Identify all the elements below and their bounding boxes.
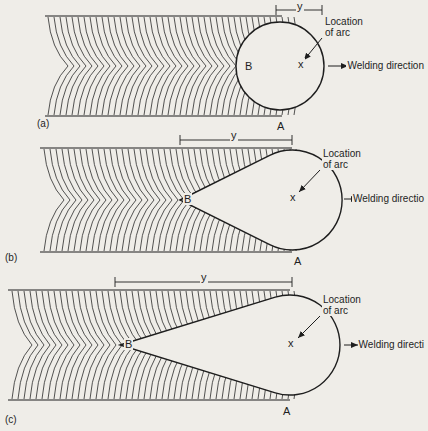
figure-label: (b): [4, 252, 18, 263]
arc-mark: x: [289, 191, 297, 203]
point-label: B: [183, 193, 192, 205]
point-label: A: [276, 120, 285, 132]
arc-note: Location of arc: [322, 148, 370, 170]
dimension-label: y: [296, 0, 304, 12]
point-label: B: [244, 60, 253, 72]
point-label: A: [293, 255, 302, 267]
dimension-lines: [115, 5, 322, 287]
arc-mark: x: [287, 337, 295, 349]
weld-pool: [120, 22, 342, 395]
arc-mark: x: [297, 58, 305, 70]
figure-label: (a): [36, 118, 50, 129]
arc-note: Location of arc: [324, 16, 372, 38]
point-label: A: [282, 405, 291, 417]
direction-label: Welding direction: [346, 60, 425, 71]
direction-label: Welding directio: [352, 193, 425, 204]
dimension-label: y: [200, 271, 208, 283]
figure-label: (c): [4, 414, 18, 425]
point-label: B: [124, 338, 133, 350]
arc-note: Location of arc: [322, 294, 370, 316]
direction-label: Welding directi: [358, 339, 425, 350]
dimension-label: y: [230, 129, 238, 141]
